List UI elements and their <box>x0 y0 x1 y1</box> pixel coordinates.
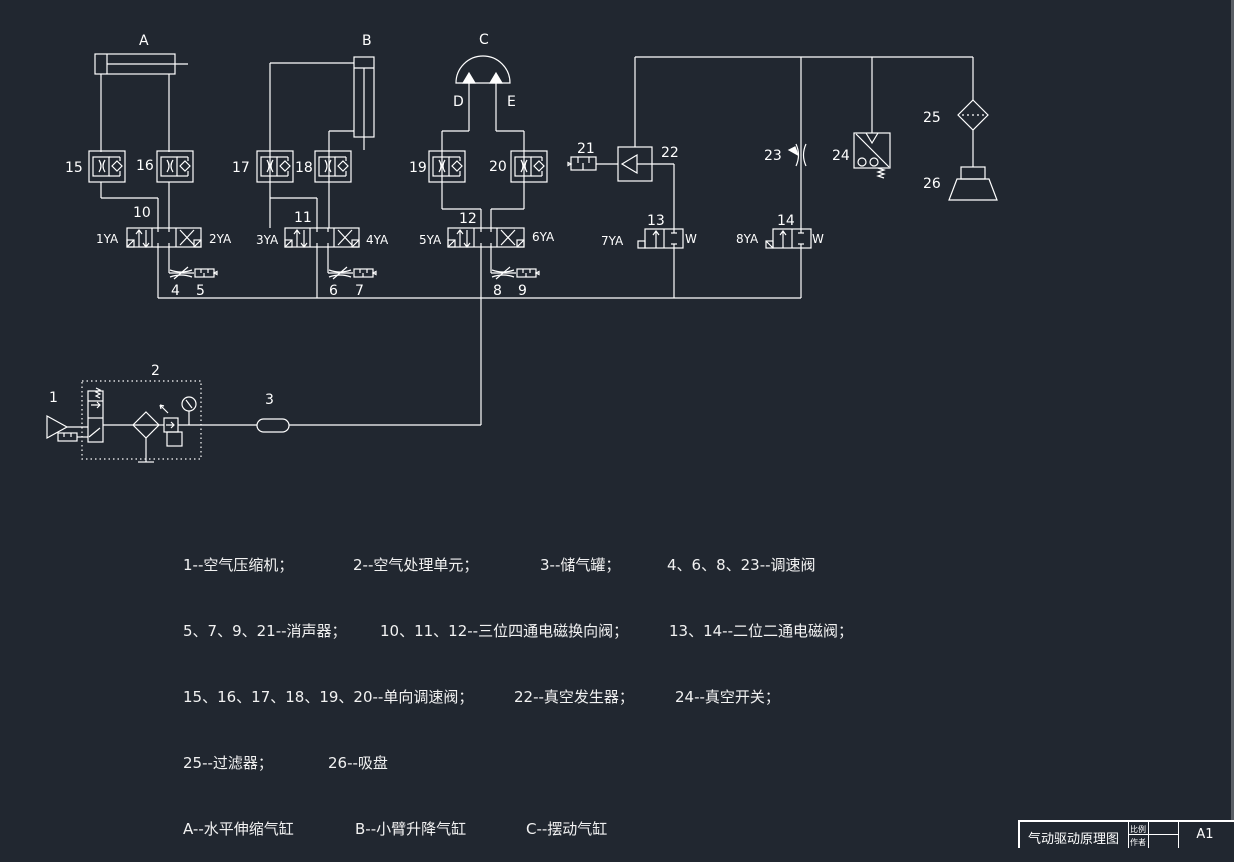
throttle-8 <box>491 266 515 280</box>
component-legend: 1--空气压缩机；2--空气处理单元；3--储气罐；4、6、8、23--调速阀 … <box>183 510 853 862</box>
coil-6ya: 6YA <box>532 230 555 244</box>
silencer-7 <box>353 268 377 278</box>
coil-8ya: 8YA <box>736 232 759 246</box>
coil-2ya: 2YA <box>209 232 232 246</box>
flow-control-valve-20 <box>510 150 548 183</box>
label-20: 20 <box>489 159 507 175</box>
label-1: 1 <box>49 390 58 406</box>
air-treatment-unit-2 <box>77 380 202 463</box>
label-14: 14 <box>777 213 795 229</box>
label-3: 3 <box>265 392 274 408</box>
legend-item: 26--吸盘 <box>328 754 388 772</box>
port-d-label: D <box>453 94 464 110</box>
label-15: 15 <box>65 160 83 176</box>
scale-label: 比例 <box>1130 825 1146 834</box>
label-4: 4 <box>171 283 180 299</box>
sheet-size: A1 <box>1196 827 1214 842</box>
label-5: 5 <box>196 283 205 299</box>
drawing-title: 气动驱动原理图 <box>1028 832 1120 847</box>
label-7: 7 <box>355 283 364 299</box>
coil-1ya: 1YA <box>96 232 119 246</box>
cylinder-c <box>441 55 525 209</box>
label-17: 17 <box>232 160 250 176</box>
label-24: 24 <box>832 148 850 164</box>
legend-item: B--小臂升降气缸 <box>355 820 467 838</box>
cylinder-b <box>269 56 375 228</box>
label-25: 25 <box>923 110 941 126</box>
flow-control-valve-17 <box>256 150 294 183</box>
legend-row-2: 5、7、9、21--消声器； 10、11、12--三位四通电磁换向阀； 13、14-… <box>183 620 853 642</box>
label-6: 6 <box>329 283 338 299</box>
flow-control-valve-18 <box>314 150 352 183</box>
label-22: 22 <box>661 145 679 161</box>
legend-item: 24--真空开关； <box>675 688 780 706</box>
label-16: 16 <box>136 158 154 174</box>
label-19: 19 <box>409 160 427 176</box>
label-9: 9 <box>518 283 527 299</box>
label-12: 12 <box>459 211 477 227</box>
label-23: 23 <box>764 148 782 164</box>
label-26: 26 <box>923 176 941 192</box>
vacuum-generator-22 <box>596 146 674 182</box>
legend-row-1: 1--空气压缩机； 2--空气处理单元； 3--储气罐； 4、6、8、23--调速阀 <box>183 554 853 576</box>
throttle-4 <box>169 266 193 280</box>
label-2: 2 <box>151 363 160 379</box>
silencer-21 <box>567 156 597 171</box>
label-11: 11 <box>294 210 312 226</box>
legend-item: 15、16、17、18、19、20--单向调速阀； <box>183 688 474 706</box>
legend-item: C--摆动气缸 <box>526 820 608 838</box>
cylinder-b-label: B <box>362 33 372 49</box>
label-18: 18 <box>295 160 313 176</box>
directional-valve-11 <box>284 227 360 248</box>
coil-5ya: 5YA <box>419 233 442 247</box>
silencer-compressor <box>57 432 78 442</box>
legend-row-4: 25--过滤器； 26--吸盘 <box>183 752 853 774</box>
directional-valve-13 <box>637 228 684 249</box>
legend-item: 22--真空发生器； <box>514 688 634 706</box>
spring-13: W <box>685 232 697 246</box>
suction-cup-26 <box>948 166 998 201</box>
directional-valve-14 <box>765 228 812 249</box>
title-block: 气动驱动原理图 比例 作者 A1 <box>1018 820 1234 848</box>
legend-item: 13、14--二位二通电磁阀； <box>669 622 853 640</box>
silencer-5 <box>194 268 218 278</box>
directional-valve-12 <box>447 227 525 248</box>
air-compressor-1 <box>46 414 88 440</box>
flow-control-valve-16 <box>156 150 194 183</box>
coil-3ya: 3YA <box>256 233 279 247</box>
flow-control-valve-19 <box>428 150 466 183</box>
label-10: 10 <box>133 205 151 221</box>
air-tank-3 <box>256 418 290 433</box>
vacuum-switch-24 <box>853 132 891 179</box>
filter-25 <box>957 99 989 131</box>
coil-4ya: 4YA <box>366 233 389 247</box>
silencer-9 <box>516 268 540 278</box>
label-13: 13 <box>647 213 665 229</box>
legend-item: A--水平伸缩气缸 <box>183 820 294 838</box>
cylinder-c-label: C <box>479 32 489 48</box>
coil-7ya: 7YA <box>601 234 624 248</box>
throttle-6 <box>328 266 352 280</box>
legend-item: 2--空气处理单元； <box>353 556 479 574</box>
label-8: 8 <box>493 283 502 299</box>
legend-row-3: 15、16、17、18、19、20--单向调速阀； 22--真空发生器； 24--真… <box>183 686 853 708</box>
legend-item: 10、11、12--三位四通电磁换向阀； <box>380 622 629 640</box>
legend-row-5: A--水平伸缩气缸 B--小臂升降气缸 C--摆动气缸 <box>183 818 853 840</box>
throttle-23 <box>787 143 807 167</box>
author-label: 作者 <box>1130 838 1146 847</box>
legend-item: 5、7、9、21--消声器； <box>183 622 347 640</box>
legend-item: 1--空气压缩机； <box>183 556 294 574</box>
cylinder-a <box>94 53 188 152</box>
legend-item: 25--过滤器； <box>183 754 273 772</box>
label-21: 21 <box>577 141 595 157</box>
directional-valve-10 <box>126 227 202 248</box>
cylinder-a-label: A <box>139 33 149 49</box>
spring-14: W <box>812 232 824 246</box>
port-e-label: E <box>507 94 516 110</box>
legend-item: 4、6、8、23--调速阀 <box>667 556 816 574</box>
legend-item: 3--储气罐； <box>540 556 621 574</box>
drawing-border <box>1231 0 1234 846</box>
flow-control-valve-15 <box>88 150 126 183</box>
